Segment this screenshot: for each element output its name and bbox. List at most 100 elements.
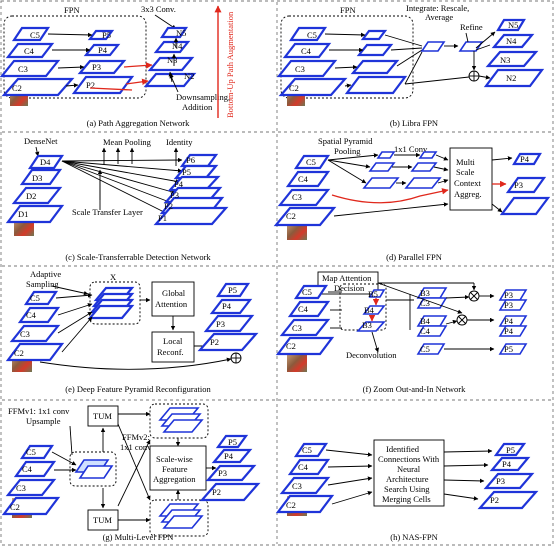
nas-line-6: Merging Cells — [382, 494, 431, 504]
local-label-1: Local — [163, 336, 183, 346]
nas-line-5: Search Using — [384, 484, 430, 494]
c3-label: C3 — [292, 323, 302, 333]
nas-line-3: Neural — [397, 464, 421, 474]
p2-label: P2 — [210, 337, 219, 347]
mid-b3-label: B3 — [420, 288, 430, 298]
panel-multi-level-fpn: FFMv1: 1x1 conv Upsample C5 C4 C3 C2 TUM… — [1, 403, 261, 542]
tum-box-top — [87, 405, 119, 427]
p4-label: P4 — [174, 179, 184, 189]
c3-label: C3 — [16, 483, 26, 493]
n3-label: N3 — [500, 55, 510, 65]
tum-label-top: TUM — [93, 411, 112, 421]
p6-label: P6 — [186, 155, 195, 165]
nas-search-box — [373, 439, 445, 507]
p4-label-2: P4 — [504, 326, 514, 336]
c3-label: C3 — [292, 192, 302, 202]
d4-label: D4 — [40, 157, 51, 167]
map-label-1: Map Attention — [322, 273, 372, 283]
p3-label: P3 — [496, 476, 505, 486]
p3-label: P3 — [170, 190, 179, 200]
c5-label: C5 — [302, 287, 312, 297]
c4-label: C4 — [298, 304, 309, 314]
c3-label: C3 — [18, 64, 28, 74]
c4-label: C4 — [298, 462, 309, 472]
msca-line-1: Multi — [456, 157, 476, 167]
b3-label: B3 — [362, 320, 372, 330]
b5-label: B5 — [368, 289, 378, 299]
caption-d: (d) Parallel FPN — [386, 252, 442, 262]
deconv-label: Deconvolution — [346, 350, 397, 360]
conv-label: 3x3 Conv. — [141, 4, 176, 14]
addition-label: Addition — [182, 102, 213, 112]
panel-nas-fpn: C5 C4 C3 C2 Identified Connections With … — [275, 439, 539, 542]
caption-f: (f) Zoom Out-and-In Network — [363, 384, 466, 394]
n2-label: N2 — [506, 73, 516, 83]
scale-wise-aggregation-box — [149, 445, 207, 491]
sfa-line-2: Feature — [162, 464, 188, 474]
p5-label: P5 — [228, 437, 237, 447]
p2-label: P2 — [86, 80, 95, 90]
mid-c3-label: C3 — [420, 298, 430, 308]
n3-label: N3 — [167, 55, 177, 65]
b4-label: B4 — [364, 305, 375, 315]
p3-label: P3 — [216, 319, 225, 329]
p5-label: P5 — [504, 344, 513, 354]
p4-label-1: P4 — [504, 316, 514, 326]
n5-label: N5 — [508, 20, 518, 30]
mid-c4-label: C4 — [420, 326, 431, 336]
p3-label-2: P3 — [504, 300, 513, 310]
c2-label: C2 — [289, 83, 299, 93]
x-label: X — [110, 272, 116, 282]
p2-label: P2 — [212, 487, 221, 497]
n2-label: N2 — [184, 71, 194, 81]
bottom-up-label: Bottom-Up Path Augmentation — [225, 11, 235, 118]
ffm2-label-1: FFMv2: — [122, 432, 150, 442]
d2-label: D2 — [26, 191, 36, 201]
local-reconf-box — [151, 331, 195, 363]
p4-label: P4 — [502, 459, 512, 469]
refine-label: Refine — [460, 22, 483, 32]
msca-line-3: Context — [454, 178, 482, 188]
adaptive-label-1: Adaptive — [30, 269, 61, 279]
multi-scale-context-box — [449, 147, 493, 211]
c5-label: C5 — [307, 30, 317, 40]
msca-line-2: Scale — [456, 167, 475, 177]
tum-label-bottom: TUM — [93, 515, 112, 525]
nas-line-1: Identified — [386, 444, 420, 454]
panel-path-aggregation-network: FPN 3x3 Conv. C5 C4 C3 C2 P5 P4 P3 P2 N5… — [0, 4, 235, 128]
integrate-label: Integrate: Rescale, — [406, 3, 469, 13]
densenet-label: DenseNet — [24, 136, 58, 146]
p5-label: P5 — [102, 30, 111, 40]
adaptive-label-2: Sampling — [26, 279, 59, 289]
n4-label: N4 — [506, 36, 517, 46]
ffm1-label-2: Upsample — [26, 416, 61, 426]
sfa-line-1: Scale-wise — [156, 454, 193, 464]
c3-label: C3 — [292, 481, 302, 491]
n5-label: N5 — [176, 28, 186, 38]
sfa-line-3: Aggregation — [153, 474, 196, 484]
caption-h: (h) NAS-FPN — [390, 532, 437, 542]
nas-line-2: Connections With — [378, 454, 440, 464]
ffm2-label-2: 1x1 conv — [120, 442, 152, 452]
mean-pooling-label: Mean Pooling — [103, 137, 152, 147]
d1-label: D1 — [18, 209, 28, 219]
input-image — [287, 352, 307, 372]
conv-label: 1x1 Conv — [394, 144, 428, 154]
fpn-label: FPN — [340, 5, 356, 15]
c5b-label: C5 — [420, 344, 430, 354]
c4-label: C4 — [301, 46, 312, 56]
c5-label: C5 — [30, 30, 40, 40]
c3-label: C3 — [20, 329, 30, 339]
c5-label: C5 — [30, 293, 40, 303]
spp-label-2: Pooling — [334, 146, 361, 156]
average-label: Average — [425, 12, 453, 22]
p5-label: P5 — [182, 167, 191, 177]
c4-label: C4 — [298, 174, 309, 184]
d3-label: D3 — [32, 173, 42, 183]
scale-transfer-label: Scale Transfer Layer — [72, 207, 143, 217]
caption-c: (c) Scale-Transferrable Detection Networ… — [65, 252, 211, 262]
p4-label: P4 — [98, 45, 108, 55]
p5-label: P5 — [506, 445, 515, 455]
global-label-1: Global — [162, 288, 186, 298]
